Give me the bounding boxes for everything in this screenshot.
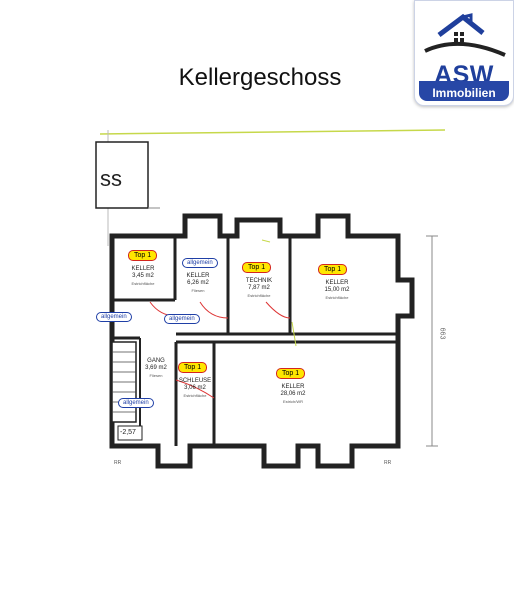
- room-floor: Estrich/WR: [283, 399, 303, 404]
- flag-top1-schleuse: Top 1: [178, 362, 208, 373]
- room-area: 28,06 m2: [280, 391, 306, 397]
- logo-subtitle: Immobilien: [432, 86, 496, 100]
- room-floor: Estrichfläche: [325, 295, 349, 300]
- flag-top1-technik: Top 1: [242, 262, 272, 273]
- room-floor: Estrichfläche: [131, 281, 155, 286]
- level-marker: -2,57: [120, 429, 136, 436]
- note-rr-right: RR: [384, 460, 392, 466]
- room-name: GANG: [147, 358, 165, 364]
- room-keller-2: KELLER 6,26 m2 Fliesen: [178, 273, 218, 294]
- partial-building-label: ss: [100, 166, 122, 191]
- room-name: SCHLEUSE: [178, 378, 212, 384]
- dimension-label: 663: [438, 327, 446, 340]
- room-name: TECHNIK: [245, 278, 273, 284]
- room-keller-4: KELLER 28,06 m2 Estrich/WR: [268, 384, 318, 405]
- room-area: 6,26 m2: [187, 280, 209, 286]
- room-name: KELLER: [186, 273, 210, 279]
- room-name: KELLER: [131, 266, 155, 272]
- room-floor: Estrichfläche: [247, 293, 271, 298]
- room-area: 3,45 m2: [132, 273, 154, 279]
- flag-top1-keller-4: Top 1: [276, 368, 306, 379]
- room-area: 15,00 m2: [324, 287, 350, 293]
- note-rr-left: RR: [114, 460, 122, 466]
- flag-allgemein-corridor: allgemein: [164, 314, 200, 324]
- room-area: 3,69 m2: [145, 365, 167, 371]
- room-keller-3: KELLER 15,00 m2 Estrichfläche: [312, 280, 362, 301]
- room-floor: Fliesen: [149, 373, 163, 378]
- flag-top1-keller-3: Top 1: [318, 264, 348, 275]
- room-area: 7,87 m2: [248, 285, 270, 291]
- asw-logo: ASW Immobilien: [414, 0, 514, 106]
- room-gang: GANG 3,69 m2 Fliesen: [140, 358, 172, 379]
- room-keller-1: KELLER 3,45 m2 Estrichfläche: [120, 266, 166, 287]
- room-name: KELLER: [281, 384, 305, 390]
- room-schleuse: SCHLEUSE 3,06 m2 Estrichfläche: [176, 378, 214, 399]
- flag-allgemein-left: allgemein: [96, 312, 132, 322]
- room-floor: Estrichfläche: [183, 393, 207, 398]
- logo-band: [419, 81, 509, 101]
- flag-allgemein-gang: allgemein: [118, 398, 154, 408]
- flag-allgemein-keller-2: allgemein: [182, 258, 218, 268]
- room-name: KELLER: [325, 280, 349, 286]
- page-title: Kellergeschoss: [178, 64, 342, 91]
- house-icon: [424, 13, 506, 57]
- room-area: 3,06 m2: [184, 385, 206, 391]
- room-technik: TECHNIK 7,87 m2 Estrichfläche: [236, 278, 282, 299]
- flag-top1-keller-1: Top 1: [128, 250, 158, 261]
- room-floor: Fliesen: [191, 288, 205, 293]
